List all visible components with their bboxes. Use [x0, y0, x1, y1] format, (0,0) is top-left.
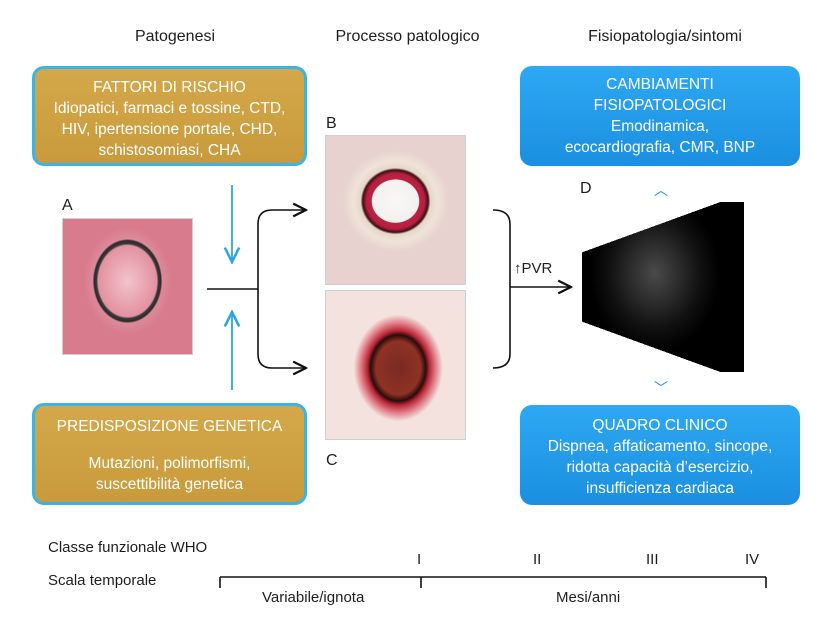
- header-patogenesi: Patogenesi: [134, 28, 216, 45]
- predisposizione-genetica-box: PREDISPOSIZIONE GENETICA Mutazioni, poli…: [32, 403, 307, 505]
- fattori-di-rischio-box: FATTORI DI RISCHIO Idiopatici, farmaci e…: [32, 66, 307, 166]
- fattori-line: Idiopatici, farmaci e tossine, CTD,: [53, 100, 286, 117]
- who-class-iii: III: [646, 551, 659, 568]
- histology-image-b: [325, 135, 466, 285]
- panel-label-a: A: [62, 197, 73, 214]
- merge-bracket: [492, 209, 511, 369]
- who-class-i: I: [417, 551, 422, 568]
- variabile-label: Variabile/ignota: [262, 589, 365, 606]
- mesi-anni-label: Mesi/anni: [556, 589, 621, 606]
- echocardiography-image-d: [582, 202, 744, 372]
- quadro-line: insufficienza cardiaca: [586, 480, 734, 497]
- who-class-label: Classe funzionale WHO: [48, 539, 208, 556]
- quadro-line: ridotta capacità d’esercizio,: [566, 459, 754, 476]
- predisposizione-title: PREDISPOSIZIONE GENETICA: [56, 418, 283, 435]
- quadro-line: Dispnea, affaticamento, sincope,: [547, 438, 773, 455]
- chevron-down-icon: ﹀: [654, 380, 668, 396]
- histology-image-c: [325, 290, 466, 440]
- fork-bracket: [257, 209, 273, 369]
- predisposizione-line: Mutazioni, polimorfismi,: [88, 455, 251, 472]
- fattori-line: HIV, ipertensione portale, CHD,: [61, 121, 278, 138]
- panel-label-b: B: [326, 115, 337, 132]
- chevron-up-icon: ︿: [654, 182, 668, 198]
- header-processo: Processo patologico: [335, 28, 480, 45]
- who-class-ii: II: [533, 551, 542, 568]
- quadro-title: QUADRO CLINICO: [592, 417, 728, 434]
- histology-image-a: [62, 218, 193, 355]
- who-class-iv: IV: [745, 551, 760, 568]
- cambiamenti-line: Emodinamica,: [610, 118, 710, 135]
- time-scale-label: Scala temporale: [48, 572, 157, 589]
- panel-label-d: D: [580, 180, 592, 197]
- cambiamenti-title: CAMBIAMENTI: [606, 76, 714, 93]
- predisposizione-line: suscettibilità genetica: [95, 476, 244, 493]
- cambiamenti-title: FISIOPATOLOGICI: [593, 97, 727, 114]
- fattori-line: schistosomiasi, CHA: [98, 142, 241, 159]
- quadro-clinico-box: QUADRO CLINICO Dispnea, affaticamento, s…: [520, 405, 800, 505]
- header-fisiopatologia: Fisiopatologia/sintomi: [588, 28, 742, 45]
- cambiamenti-fisiopatologici-box: CAMBIAMENTI FISIOPATOLOGICI Emodinamica,…: [520, 66, 800, 166]
- fattori-title: FATTORI DI RISCHIO: [93, 79, 246, 96]
- panel-label-c: C: [326, 452, 338, 469]
- cambiamenti-line: ecocardiografia, CMR, BNP: [564, 139, 756, 156]
- pvr-label: ↑PVR: [514, 260, 553, 277]
